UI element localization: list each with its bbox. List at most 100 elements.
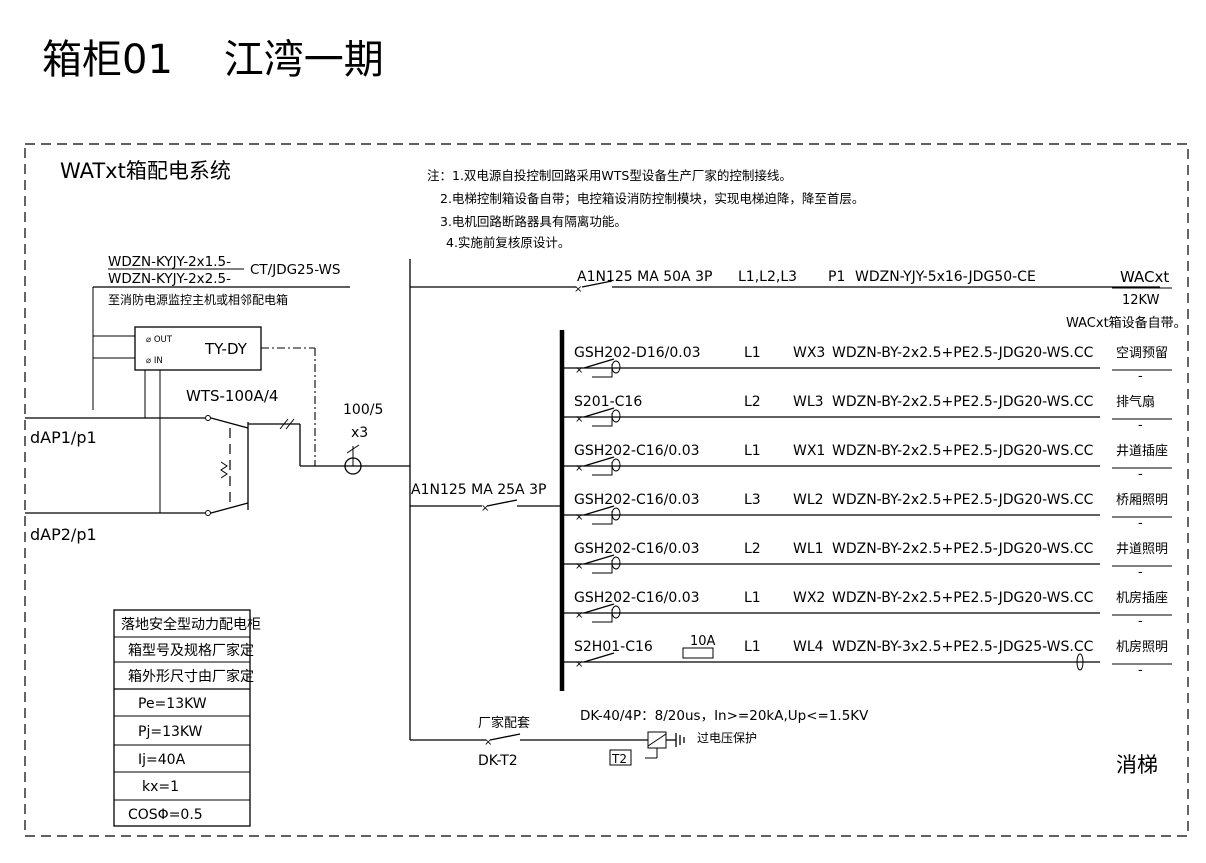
breaker-x-mark: × [575, 610, 583, 621]
breaker-x-mark: × [574, 284, 582, 295]
breaker-x-mark: × [575, 512, 583, 523]
breaker-blade [583, 554, 615, 565]
rcd-link [592, 364, 613, 378]
notes: 注：1.双电源自投控制回路采用WTS型设备生产厂家的控制接线。 2.电梯控制箱设… [427, 168, 864, 250]
branch-load: 机房插座 [1116, 590, 1168, 606]
note-line: 注：1.双电源自投控制回路采用WTS型设备生产厂家的控制接线。 [427, 168, 792, 183]
rcd-coil [611, 458, 621, 472]
panel-frame [24, 143, 1189, 837]
breaker-blade [583, 652, 615, 663]
branch-phase: L1 [744, 639, 761, 655]
note-line: 4.实施前复核原设计。 [446, 235, 570, 250]
branch-load: 机房照明 [1116, 639, 1168, 655]
breaker-x-mark: × [575, 561, 583, 572]
branch-phase: L2 [744, 541, 761, 557]
branch-breaker: S201-C16 [574, 394, 642, 410]
breaker-blade [583, 407, 615, 418]
branch-phase: L1 [744, 345, 761, 361]
elevator-label: 消梯 [1116, 753, 1158, 777]
cab-row: COSΦ=0.5 [128, 807, 203, 823]
branch-circuit: WL2 [793, 492, 824, 508]
branch-dash: - [1138, 516, 1143, 531]
breaker-blade [583, 603, 615, 614]
ct-ratio: 100/5 [343, 402, 383, 418]
spd-breaker: DK-T2 [478, 753, 518, 769]
cab-row: Pe=13KW [138, 696, 207, 712]
breaker-x-mark: × [575, 659, 583, 670]
spd-spec: DK-40/4P：8/20us，In>=20kA,Up<=1.5KV [580, 708, 869, 724]
cabinet-info-table: 落地安全型动力配电柜 箱型号及规格厂家定 箱外形尺寸由厂家定 Pe=13KW P… [113, 609, 261, 827]
main-breaker: A1N125 MA 50A 3P [577, 269, 712, 285]
ty-dy-label: TY-DY [204, 340, 248, 358]
panel-title: WATxt箱配电系统 [60, 159, 231, 183]
cab-row: kx=1 [142, 779, 179, 795]
branch-dash: - [1138, 663, 1143, 678]
branch-circuit: WL4 [793, 639, 824, 655]
cab-row: Ij=40A [138, 752, 186, 768]
cable-marker [1076, 653, 1084, 671]
breaker-x-mark: × [481, 503, 489, 514]
branch-cable: WDZN-BY-2x2.5+PE2.5-JDG20-WS.CC [832, 394, 1094, 410]
ty-dy-module: ⌀ OUT ⌀ IN TY-DY [92, 287, 316, 513]
branch-cable: WDZN-BY-2x2.5+PE2.5-JDG20-WS.CC [832, 345, 1094, 361]
spd-circuit: 厂家配套 × DK-T2 DK-40/4P：8/20us，In>=20kA,Up… [410, 708, 869, 769]
page-title: 箱柜01 江湾一期 [42, 37, 384, 83]
rcd-coil [611, 605, 621, 619]
branch-load: 桥厢照明 [1116, 493, 1168, 508]
branch-circuit: WX2 [793, 590, 825, 606]
source-2: dAP2/p1 [30, 525, 97, 544]
cab-row: 落地安全型动力配电柜 [121, 616, 261, 633]
spd-type: T2 [611, 752, 627, 766]
rcd-link [592, 560, 613, 574]
branch-row: GSH202-C16/0.03 L1 WX2 WDZN-BY-2x2.5+PE2.5-… [562, 590, 1172, 629]
rcd-coil [611, 409, 621, 423]
branch-cable: WDZN-BY-2x2.5+PE2.5-JDG20-WS.CC [832, 590, 1094, 606]
rcd-link [592, 462, 613, 476]
branch-dash: - [1138, 418, 1143, 433]
branch-circuit: WL3 [793, 394, 824, 410]
branch-dash: - [1138, 565, 1143, 580]
branch-circuit: WL1 [793, 541, 824, 557]
branch-breaker: GSH202-C16/0.03 [574, 541, 700, 557]
branch-cable: WDZN-BY-2x2.5+PE2.5-JDG20-WS.CC [832, 492, 1094, 508]
branch-dash: - [1138, 614, 1143, 629]
branch-cable: WDZN-BY-2x2.5+PE2.5-JDG20-WS.CC [832, 443, 1094, 459]
fire-cable-1: WDZN-KYJY-2x1.5- [108, 254, 231, 270]
rcd-coil [611, 507, 621, 521]
source-1: dAP1/p1 [30, 428, 97, 447]
main-feeder: A1N125 MA 50A 3P L1,L2,L3 P1 WDZN-YJY-5x… [410, 268, 1187, 331]
rcd-coil [611, 556, 621, 570]
branch-phase: L1 [744, 590, 761, 606]
note-line: 3.电机回路断路器具有隔离功能。 [440, 214, 627, 229]
branch-breaker: GSH202-C16/0.03 [574, 443, 700, 459]
wts-label: WTS-100A/4 [186, 387, 278, 405]
branch-circuit: WX3 [793, 345, 825, 361]
cab-row: Pj=13KW [138, 724, 203, 740]
fire-cable-2: WDZN-KYJY-2x2.5- [108, 271, 231, 287]
current-transformer: 100/5 x3 [300, 402, 410, 475]
branch-load: 空调预留 [1116, 346, 1168, 361]
main-note: WACxt箱设备自带。 [1066, 315, 1187, 331]
fire-link-desc: 至消防电源监控主机或相邻配电箱 [108, 292, 288, 307]
rcd-coil [611, 360, 621, 374]
branch-dash: - [1138, 467, 1143, 482]
rcd-link [592, 413, 613, 427]
breaker-blade [583, 358, 615, 369]
branch-phase: L2 [744, 394, 761, 410]
branch-fuse: 10A [690, 634, 716, 649]
breaker-x-mark: × [575, 365, 583, 376]
branch-breaker: GSH202-C16/0.03 [574, 590, 700, 606]
note-line: 2.电梯控制箱设备自带；电控箱设消防控制模块，实现电梯迫降，降至首层。 [440, 191, 864, 206]
main-power: 12KW [1122, 293, 1160, 308]
branch-phase: L3 [744, 492, 761, 508]
branch-breaker: GSH202-C16/0.03 [574, 492, 700, 508]
branch-load: 井道插座 [1116, 444, 1168, 459]
main-phase: L1,L2,L3 [738, 269, 797, 285]
wts-switch: WTS-100A/4 dAP1/p1 dAP2/p1 [25, 387, 301, 544]
cab-row: 箱外形尺寸由厂家定 [128, 668, 254, 685]
spd-desc: 过电压保护 [697, 731, 757, 745]
sub-feeder: A1N125 MA 25A 3P × [410, 330, 565, 691]
branch-row: S201-C16 L2 WL3 WDZN-BY-2x2.5+PE2.5-JDG20-W… [562, 394, 1172, 433]
